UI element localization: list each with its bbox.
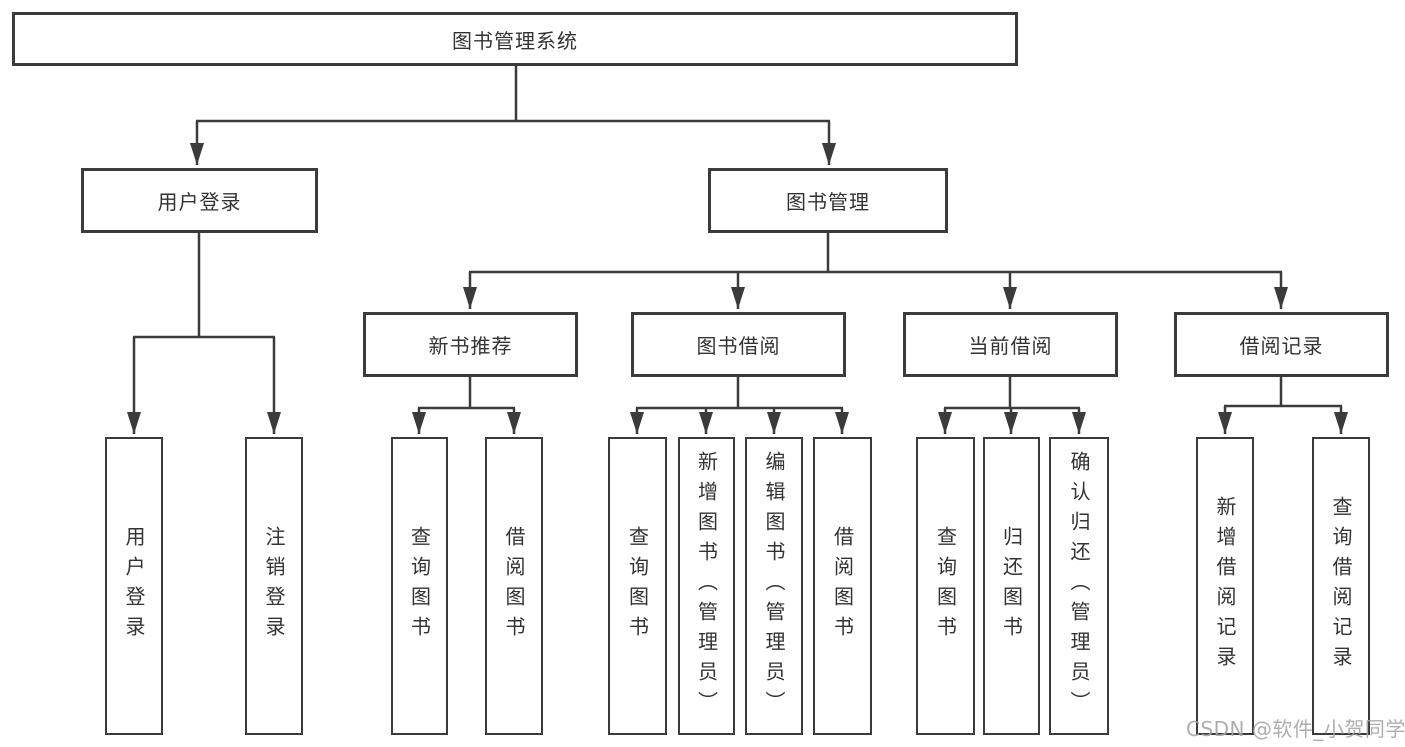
node-book-borrowing-label: 图书借阅	[696, 334, 781, 358]
leaf-logout: 注销登录	[245, 437, 303, 735]
node-root: 图书管理系统	[12, 12, 1018, 66]
node-current-borrowing: 当前借阅	[903, 312, 1118, 377]
node-book-management: 图书管理	[708, 168, 948, 233]
leaf-borrow-borrow-books-label: 借阅图书	[830, 526, 855, 646]
leaf-borrow-query-books: 查询图书	[608, 437, 667, 735]
node-borrowing-records-label: 借阅记录	[1239, 334, 1324, 358]
leaf-recommend-borrow-books: 借阅图书	[485, 437, 543, 735]
leaf-records-add-record-label: 新增借阅记录	[1213, 496, 1237, 676]
node-user-login: 用户登录	[81, 168, 318, 233]
watermark: CSDN @软件_小贺同学	[1186, 717, 1405, 741]
leaf-borrow-edit-books-admin-label: 编辑图书（管理员）	[762, 451, 786, 721]
leaf-recommend-query-books: 查询图书	[391, 437, 448, 735]
leaf-borrow-query-books-label: 查询图书	[625, 526, 650, 646]
leaf-borrow-edit-books-admin: 编辑图书（管理员）	[745, 437, 803, 735]
leaf-user-login: 用户登录	[105, 437, 163, 735]
leaf-recommend-borrow-books-label: 借阅图书	[502, 526, 526, 646]
leaf-records-query-record-label: 查询借阅记录	[1329, 496, 1353, 676]
leaf-logout-label: 注销登录	[262, 526, 286, 646]
leaf-current-return-books-label: 归还图书	[999, 526, 1024, 646]
node-borrowing-records: 借阅记录	[1174, 312, 1389, 377]
node-book-borrowing: 图书借阅	[631, 312, 846, 377]
node-new-book-recommendation: 新书推荐	[363, 312, 578, 377]
leaf-borrow-borrow-books: 借阅图书	[813, 437, 872, 735]
node-book-management-label: 图书管理	[786, 190, 870, 214]
leaf-records-query-record: 查询借阅记录	[1312, 437, 1370, 735]
leaf-recommend-query-books-label: 查询图书	[407, 526, 432, 646]
node-current-borrowing-label: 当前借阅	[968, 334, 1053, 358]
node-new-book-recommendation-label: 新书推荐	[428, 334, 513, 358]
leaf-current-confirm-return-admin-label: 确认归还（管理员）	[1067, 451, 1091, 721]
leaf-current-query-books-label: 查询图书	[933, 526, 958, 646]
leaf-records-add-record: 新增借阅记录	[1196, 437, 1254, 735]
leaf-current-query-books: 查询图书	[916, 437, 975, 735]
node-user-login-label: 用户登录	[157, 190, 242, 214]
node-root-label: 图书管理系统	[452, 28, 578, 53]
leaf-borrow-add-books-admin: 新增图书（管理员）	[678, 437, 735, 735]
leaf-borrow-add-books-admin-label: 新增图书（管理员）	[694, 451, 719, 721]
leaf-current-confirm-return-admin: 确认归还（管理员）	[1049, 437, 1109, 735]
leaf-user-login-label: 用户登录	[122, 526, 146, 646]
leaf-current-return-books: 归还图书	[983, 437, 1040, 735]
